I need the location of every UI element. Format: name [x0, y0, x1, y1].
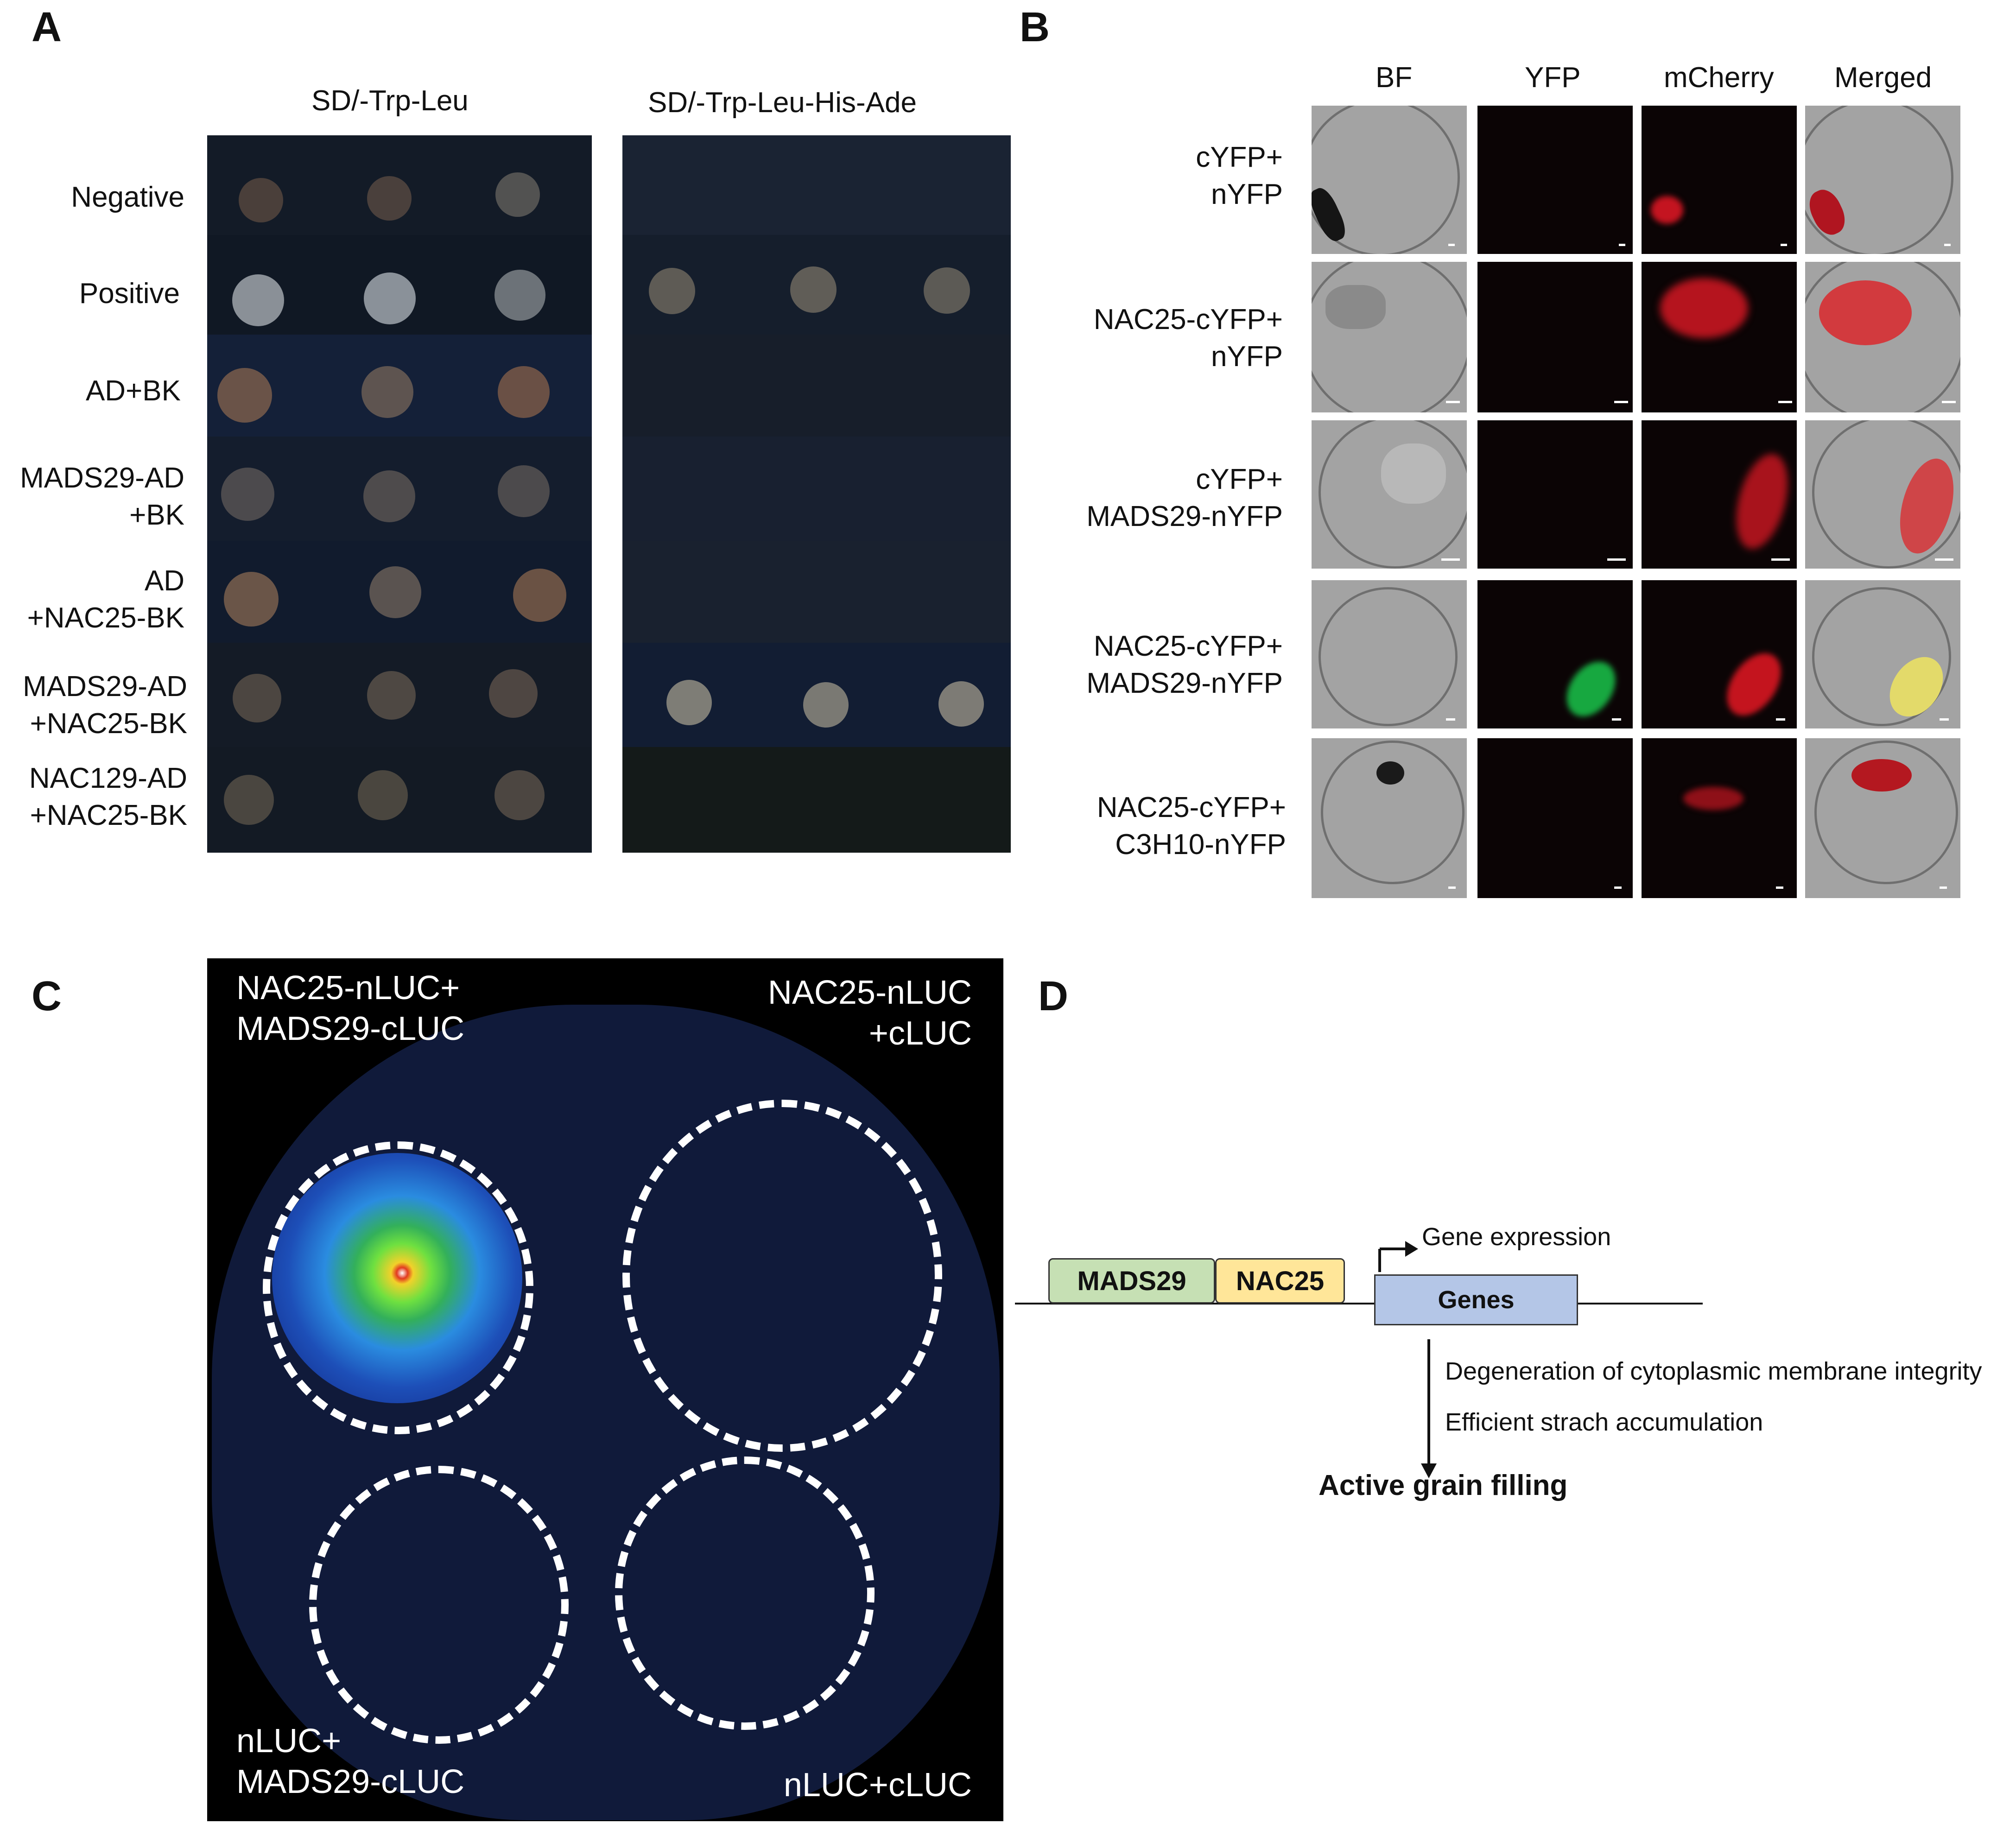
mads29-box: MADS29: [1048, 1258, 1215, 1304]
micrograph-bf: [1312, 738, 1467, 898]
row-label-ad-nac25-bk: AD +NAC25-BK: [27, 565, 184, 634]
effect-starch-accumulation: Efficient strach accumulation: [1445, 1408, 1763, 1436]
micrograph-bf: [1312, 106, 1467, 254]
micrograph-merged: [1805, 420, 1960, 569]
micrograph-yfp: [1477, 420, 1633, 569]
column-header-yfp: YFP: [1525, 62, 1581, 94]
panel-label-b: B: [1020, 4, 1050, 51]
bifc-label-nac25-cyfp-nyfp: NAC25-cYFP+ nYFP: [1093, 304, 1283, 373]
column-header-bf: BF: [1376, 62, 1413, 94]
micrograph-merged: [1805, 738, 1960, 898]
luc-label-nluc-mads29-cluc: nLUC+ MADS29-cLUC: [236, 1722, 465, 1800]
row-label-negative: Negative: [71, 181, 184, 213]
micrograph-bf: [1312, 262, 1467, 412]
outcome-active-grain-filling: Active grain filling: [1319, 1469, 1568, 1501]
luciferase-image: NAC25-nLUC+ MADS29-cLUC NAC25-nLUC +cLUC…: [207, 958, 1003, 1821]
column-header-mcherry: mCherry: [1664, 62, 1774, 94]
genes-box: Genes: [1374, 1274, 1578, 1325]
column-header-merged: Merged: [1834, 62, 1932, 94]
micrograph-mcherry: [1642, 738, 1797, 898]
micrograph-mcherry: [1642, 420, 1797, 569]
bifc-label-cyfp-mads29-nyfp: cYFP+ MADS29-nYFP: [1086, 463, 1283, 532]
micrograph-merged: [1805, 106, 1960, 254]
micrograph-bf: [1312, 580, 1467, 728]
micrograph-yfp: [1477, 262, 1633, 412]
row-label-ad-bk: AD+BK: [85, 375, 181, 407]
bifc-label-nac25-cyfp-c3h10-nyfp: NAC25-cYFP+ C3H10-nYFP: [1097, 792, 1286, 861]
micrograph-yfp: [1477, 106, 1633, 254]
gene-expression-label: Gene expression: [1422, 1223, 1611, 1251]
medium-label-sd-trp-leu-his-ade: SD/-Trp-Leu-His-Ade: [648, 87, 917, 119]
micrograph-yfp: [1477, 580, 1633, 728]
panel-label-d: D: [1038, 973, 1068, 1019]
row-label-mads29-ad-nac25-bk: MADS29-AD +NAC25-BK: [23, 671, 187, 740]
yeast-plate-sd-trp-leu: [207, 135, 592, 853]
micrograph-mcherry: [1642, 106, 1797, 254]
panel-label-a: A: [32, 4, 62, 51]
bifc-label-nac25-cyfp-mads29-nyfp: NAC25-cYFP+ MADS29-nYFP: [1086, 630, 1283, 699]
yeast-plate-sd-trp-leu-his-ade: [622, 135, 1011, 853]
micrograph-bf: [1312, 420, 1467, 569]
row-label-mads29-ad-bk: MADS29-AD +BK: [20, 462, 184, 531]
row-label-positive: Positive: [79, 278, 180, 310]
row-label-nac129-ad-nac25-bk: NAC129-AD +NAC25-BK: [29, 762, 187, 831]
luc-label-nac25-nluc-cluc: NAC25-nLUC +cLUC: [767, 974, 972, 1052]
micrograph-mcherry: [1642, 580, 1797, 728]
micrograph-merged: [1805, 262, 1960, 412]
micrograph-merged: [1805, 580, 1960, 728]
model-diagram-lines: [1015, 1241, 1703, 1478]
bifc-label-cyfp-nyfp: cYFP+ nYFP: [1196, 141, 1283, 210]
luc-label-nac25-nluc-mads29-cluc: NAC25-nLUC+ MADS29-cLUC: [236, 969, 465, 1047]
effect-membrane-integrity: Degeneration of cytoplasmic membrane int…: [1445, 1357, 1982, 1385]
panel-label-c: C: [32, 973, 62, 1019]
medium-label-sd-trp-leu: SD/-Trp-Leu: [311, 85, 469, 117]
nac25-box: NAC25: [1215, 1258, 1345, 1304]
micrograph-mcherry: [1642, 262, 1797, 412]
luc-label-nluc-cluc: nLUC+cLUC: [783, 1767, 972, 1804]
micrograph-yfp: [1477, 738, 1633, 898]
